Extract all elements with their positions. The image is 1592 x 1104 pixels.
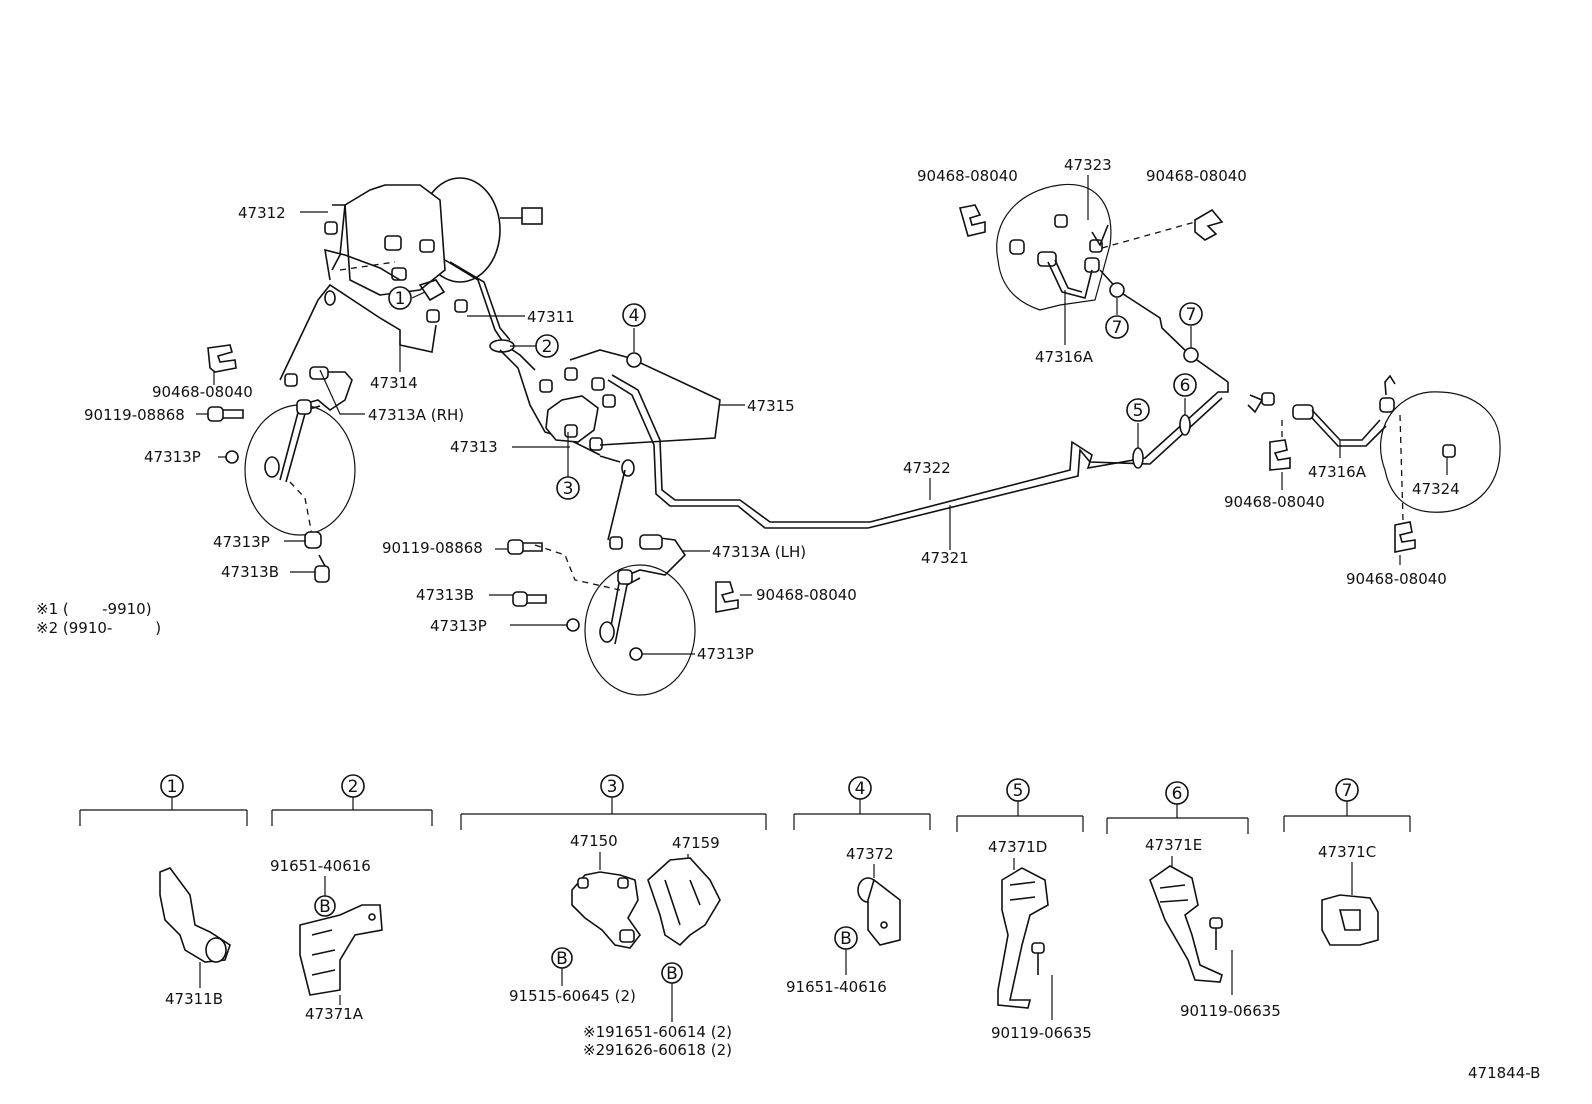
note-2: ※2 (9910- ) [36,619,161,637]
rear-rh-assembly [1247,374,1501,553]
label-47313A-rh: 47313A (RH) [368,406,464,424]
front-rh-hose-disc [207,344,356,583]
detail-4-number: 4 [855,779,866,799]
label-47315: 47315 [747,397,795,415]
detail-6-number: 6 [1172,784,1183,804]
detail-3-part-4: ※291626-60618 (2) [583,1041,732,1059]
detail-6-part-0: 47371E [1145,836,1202,854]
detail-3-bolt-marker-a: B [556,949,568,969]
figure-id: 471844-B [1468,1064,1540,1082]
detail-3-part-2: 91515-60645 (2) [509,987,636,1005]
rear-lh-assembly [958,183,1224,311]
detail-5-part-0: 47371D [988,838,1047,856]
callout-6: 6 [1173,373,1197,397]
note-1: ※1 ( -9910) [36,600,152,618]
label-90468-f: 90468-08040 [1346,570,1447,588]
label-47313P-d: 47313P [697,645,754,663]
label-47313A-lh: 47313A (LH) [712,543,806,561]
leader-lines [196,175,1448,655]
callout-7a-text: 7 [1112,318,1123,338]
callout-7b-text: 7 [1186,305,1197,325]
label-47316A-a: 47316A [1035,348,1094,366]
callout-3: 3 [556,476,580,500]
detail-5-number: 5 [1013,781,1024,801]
part-labels: 47312 47311 47314 90468-08040 90119-0886… [84,156,1460,663]
callout-4: 4 [622,303,646,327]
label-47324: 47324 [1412,480,1460,498]
detail-3-part-1: 47159 [672,834,720,852]
detail-7-part-0: 47371C [1318,843,1376,861]
detail-5: 5 47371D 90119-06635 [956,778,1092,1042]
detail-1-part-0: 47311B [165,990,223,1008]
label-47323: 47323 [1064,156,1112,174]
label-47313P-c: 47313P [430,617,487,635]
label-47313: 47313 [450,438,498,456]
detail-4: 4 47372 B 91651-40616 [786,776,931,996]
callout-1: 1 [388,286,412,310]
callout-1-text: 1 [395,289,406,309]
detail-6-part-1: 90119-06635 [1180,1002,1281,1020]
detail-2-bolt-marker: B [319,897,331,917]
callout-6-text: 6 [1180,376,1191,396]
label-47313P-b: 47313P [213,533,270,551]
label-47313P-a: 47313P [144,448,201,466]
callout-5: 5 [1126,398,1150,422]
callout-2: 2 [535,334,559,358]
brake-booster-master-cylinder [344,177,543,302]
label-90468-d: 90468-08040 [1146,167,1247,185]
detail-4-part-1: 91651-40616 [786,978,887,996]
label-47321: 47321 [921,549,969,567]
bracket-47312 [324,204,346,271]
detail-4-part-0: 47372 [846,845,894,863]
label-90468-c: 90468-08040 [917,167,1018,185]
detail-3-part-0: 47150 [570,832,618,850]
label-47316A-b: 47316A [1308,463,1367,481]
detail-1: 1 47311B [79,774,248,1008]
callout-7a: 7 [1105,315,1129,339]
label-47314: 47314 [370,374,418,392]
detail-3-bolt-marker-b: B [666,964,678,984]
detail-6: 6 47371E 90119-06635 [1106,781,1281,1020]
detail-3-part-3: ※191651-60614 (2) [583,1023,732,1041]
detail-4-bolt-marker: B [840,929,852,949]
front-lh-hose-disc [507,469,739,696]
label-90468-b: 90468-08040 [756,586,857,604]
proportioning-valve [539,349,870,529]
rear-brake-lines [626,269,1229,529]
callout-2-text: 2 [542,337,553,357]
detail-2-part-1: 47371A [305,1005,364,1023]
label-47311: 47311 [527,308,575,326]
label-47322: 47322 [903,459,951,477]
label-90119-b: 90119-08868 [382,539,483,557]
detail-3: 3 47150 47159 B 91515-60645 (2) B ※19165… [460,774,767,1059]
detail-7: 7 47371C [1283,778,1411,946]
callout-7b: 7 [1179,302,1203,326]
label-90468-e: 90468-08040 [1224,493,1325,511]
detail-1-number: 1 [167,777,178,797]
detail-2: 2 91651-40616 B 47371A [270,774,433,1023]
detail-3-number: 3 [607,777,618,797]
label-47313B-b: 47313B [416,586,474,604]
label-90468-a: 90468-08040 [152,383,253,401]
detail-7-number: 7 [1342,781,1353,801]
label-90119-a: 90119-08868 [84,406,185,424]
callout-4-text: 4 [629,306,640,326]
label-47312: 47312 [238,204,286,222]
callout-3-text: 3 [563,479,574,499]
detail-5-part-1: 90119-06635 [991,1024,1092,1042]
callout-5-text: 5 [1133,401,1144,421]
applicability-notes: ※1 ( -9910) ※2 (9910- ) [36,600,161,637]
detail-2-part-0: 91651-40616 [270,857,371,875]
label-47313B-a: 47313B [221,563,279,581]
detail-2-number: 2 [348,777,359,797]
